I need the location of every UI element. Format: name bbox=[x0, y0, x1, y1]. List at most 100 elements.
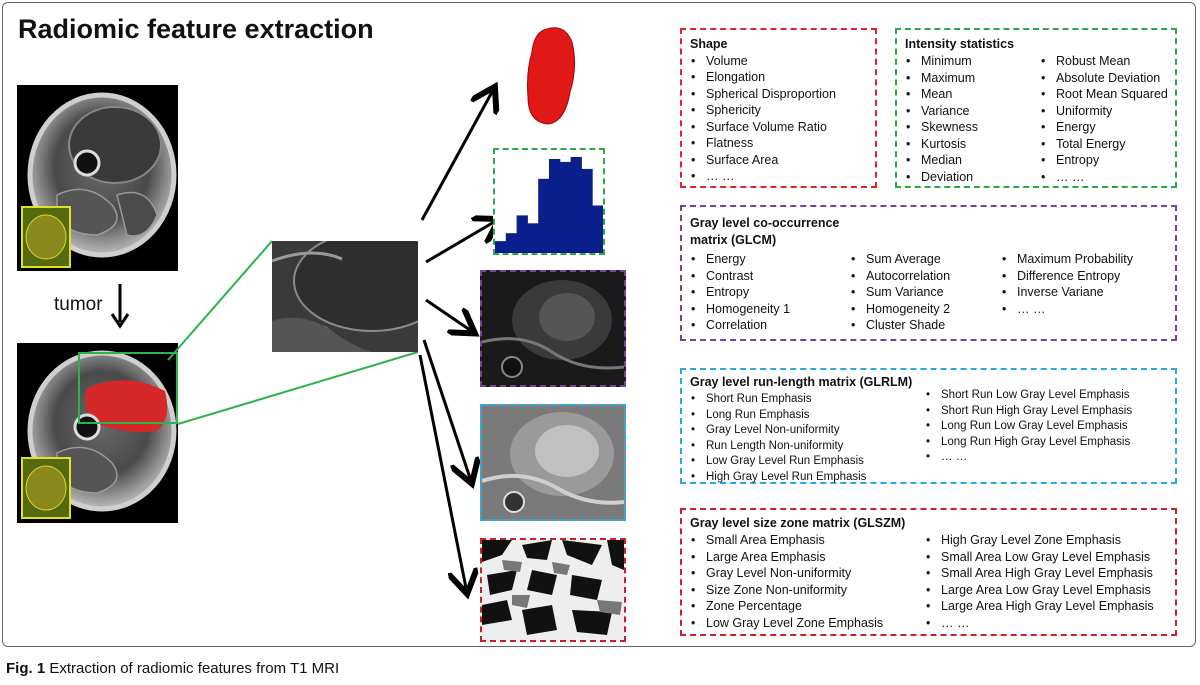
list-item: Total Energy bbox=[1040, 136, 1168, 153]
list-item: Large Area High Gray Level Emphasis bbox=[925, 598, 1154, 615]
histogram-bar bbox=[559, 161, 572, 253]
list-item: High Gray Level Run Emphasis bbox=[690, 470, 866, 486]
glszm-list-col2: High Gray Level Zone Emphasis Small Area… bbox=[925, 532, 1154, 631]
figure-caption: Fig. 1 Extraction of radiomic features f… bbox=[6, 660, 339, 677]
list-item: Difference Entropy bbox=[1001, 268, 1133, 285]
figure-title: Radiomic feature extraction bbox=[18, 14, 374, 44]
glcm-list-col3: Maximum Probability Difference Entropy I… bbox=[1001, 251, 1133, 317]
list-item: Contrast bbox=[690, 268, 790, 285]
glrlm-list-col1: Short Run Emphasis Long Run Emphasis Gra… bbox=[690, 392, 866, 485]
list-item: Short Run Emphasis bbox=[690, 392, 866, 408]
tumor-label: tumor bbox=[54, 294, 103, 315]
list-item: Sphericity bbox=[690, 102, 867, 119]
list-item: Low Gray Level Run Emphasis bbox=[690, 454, 866, 470]
list-item: Large Area Emphasis bbox=[690, 549, 883, 566]
list-item: Large Area Low Gray Level Emphasis bbox=[925, 582, 1154, 599]
list-item: Elongation bbox=[690, 69, 867, 86]
list-item: Deviation bbox=[905, 169, 978, 186]
list-item: Entropy bbox=[690, 284, 790, 301]
list-item: Maximum bbox=[905, 70, 978, 87]
list-item: … … bbox=[1040, 169, 1168, 186]
list-item: … … bbox=[690, 168, 867, 185]
list-item: … … bbox=[925, 450, 1132, 466]
list-item: Robust Mean bbox=[1040, 53, 1168, 70]
glcm-feature-map bbox=[480, 270, 626, 387]
histogram-bar bbox=[570, 157, 582, 253]
mri-slice-segmented bbox=[17, 343, 178, 523]
glrlm-features-box: Gray level run-length matrix (GLRLM) Sho… bbox=[680, 368, 1177, 485]
list-item: Short Run High Gray Level Emphasis bbox=[925, 404, 1132, 420]
list-item: Long Run Emphasis bbox=[690, 408, 866, 424]
list-item: Absolute Deviation bbox=[1040, 70, 1168, 87]
list-item: Spherical Disproportion bbox=[690, 86, 867, 103]
glcm-list-col1: Energy Contrast Entropy Homogeneity 1 Co… bbox=[690, 251, 790, 334]
mri-slice-original bbox=[17, 85, 178, 271]
histogram-bar bbox=[505, 233, 518, 253]
list-item: Variance bbox=[905, 103, 978, 120]
figure-frame bbox=[2, 2, 1196, 647]
histogram-bar bbox=[527, 223, 539, 253]
list-item: Skewness bbox=[905, 119, 978, 136]
glszm-feature-map bbox=[480, 538, 626, 642]
list-item: Root Mean Squared bbox=[1040, 86, 1168, 103]
list-item: … … bbox=[925, 615, 1154, 632]
tumor-3d-shape bbox=[527, 27, 576, 125]
glcm-list-col2: Sum Average Autocorrelation Sum Variance… bbox=[850, 251, 950, 334]
list-item: Small Area Emphasis bbox=[690, 532, 883, 549]
list-item: Inverse Variane bbox=[1001, 284, 1133, 301]
list-item: Low Gray Level Zone Emphasis bbox=[690, 615, 883, 632]
glszm-header: Gray level size zone matrix (GLSZM) bbox=[690, 516, 906, 530]
shape-feature-list: Volume Elongation Spherical Disproportio… bbox=[690, 53, 867, 185]
histogram-bar bbox=[516, 215, 528, 253]
list-item: Long Run High Gray Level Emphasis bbox=[925, 435, 1132, 451]
list-item: Uniformity bbox=[1040, 103, 1168, 120]
histogram-bar bbox=[495, 241, 507, 253]
glrlm-feature-map bbox=[480, 404, 626, 521]
glszm-list-col1: Small Area Emphasis Large Area Emphasis … bbox=[690, 532, 883, 631]
list-item: Cluster Shade bbox=[850, 317, 950, 334]
glcm-header-line2: matrix (GLCM) bbox=[690, 232, 777, 247]
list-item: Maximum Probability bbox=[1001, 251, 1133, 268]
list-item: Median bbox=[905, 152, 978, 169]
glcm-header-line1: Gray level co-occurrence bbox=[690, 216, 840, 230]
list-item: Energy bbox=[690, 251, 790, 268]
histogram-bar bbox=[592, 205, 603, 253]
down-arrow-icon bbox=[110, 284, 130, 329]
list-item: Sum Average bbox=[850, 251, 950, 268]
caption-text: Extraction of radiomic features from T1 … bbox=[45, 660, 340, 677]
list-item: Volume bbox=[690, 53, 867, 70]
list-item: Long Run Low Gray Level Emphasis bbox=[925, 419, 1132, 435]
list-item: Zone Percentage bbox=[690, 598, 883, 615]
roi-zoom-image bbox=[272, 241, 418, 352]
list-item: Mean bbox=[905, 86, 978, 103]
shape-features-box: Shape Volume Elongation Spherical Dispro… bbox=[680, 28, 877, 188]
list-item: Size Zone Non-uniformity bbox=[690, 582, 883, 599]
list-item: Small Area High Gray Level Emphasis bbox=[925, 565, 1154, 582]
list-item: Homogeneity 1 bbox=[690, 301, 790, 318]
glcm-features-box: Gray level co-occurrence matrix (GLCM) E… bbox=[680, 205, 1177, 341]
glrlm-list-col2: Short Run Low Gray Level Emphasis Short … bbox=[925, 388, 1132, 466]
intensity-header: Intensity statistics bbox=[905, 37, 1015, 51]
list-item: Gray Level Non-uniformity bbox=[690, 423, 866, 439]
list-item: Energy bbox=[1040, 119, 1168, 136]
list-item: Surface Area bbox=[690, 152, 867, 169]
histogram-bar bbox=[538, 178, 550, 253]
list-item: Gray Level Non-uniformity bbox=[690, 565, 883, 582]
glszm-features-box: Gray level size zone matrix (GLSZM) Smal… bbox=[680, 508, 1177, 636]
list-item: Minimum bbox=[905, 53, 978, 70]
list-item: Surface Volume Ratio bbox=[690, 119, 867, 136]
intensity-list-col1: Minimum Maximum Mean Variance Skewness K… bbox=[905, 53, 978, 185]
list-item: Sum Variance bbox=[850, 284, 950, 301]
list-item: Homogeneity 2 bbox=[850, 301, 950, 318]
shape-header: Shape bbox=[690, 37, 728, 51]
list-item: Correlation bbox=[690, 317, 790, 334]
roi-box bbox=[78, 352, 178, 424]
list-item: Kurtosis bbox=[905, 136, 978, 153]
intensity-features-box: Intensity statistics Minimum Maximum Mea… bbox=[895, 28, 1177, 188]
list-item: … … bbox=[1001, 301, 1133, 318]
histogram-bar bbox=[581, 168, 593, 253]
intensity-list-col2: Robust Mean Absolute Deviation Root Mean… bbox=[1040, 53, 1168, 185]
list-item: Flatness bbox=[690, 135, 867, 152]
